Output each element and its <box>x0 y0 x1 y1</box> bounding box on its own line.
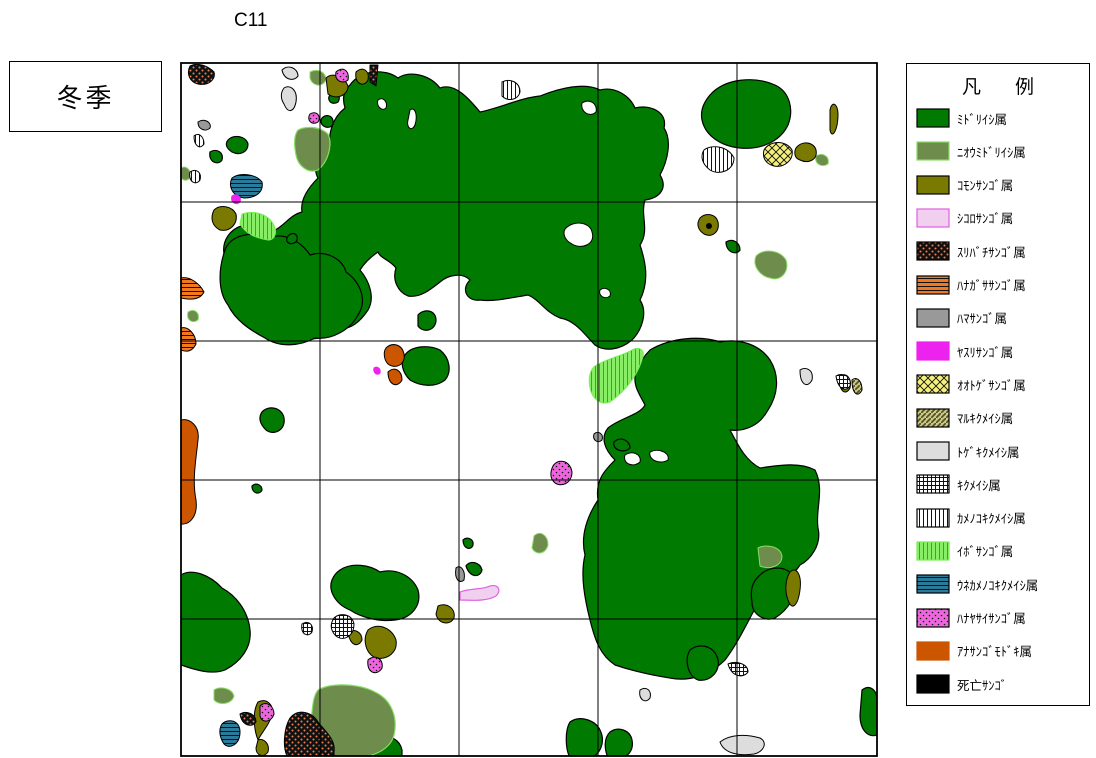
legend-item: ｺﾓﾝｻﾝｺﾞ属 <box>916 174 1014 195</box>
legend-item: ﾄｹﾞｷｸﾒｲｼ属 <box>916 441 1020 461</box>
legend-item: ｷｸﾒｲｼ属 <box>916 474 1001 494</box>
legend-label: ﾄｹﾞｷｸﾒｲｼ属 <box>957 444 1020 460</box>
legend-label: ｷｸﾒｲｼ属 <box>957 477 1001 493</box>
legend-item: ｱﾅｻﾝｺﾞﾓﾄﾞｷ属 <box>916 641 1032 661</box>
season-label: 冬季 <box>56 84 115 114</box>
coral-patch-midoriishi <box>401 346 450 386</box>
legend-swatch <box>916 507 950 528</box>
legend-label: ﾊﾏｻﾝｺﾞ属 <box>957 311 1008 327</box>
legend-title: 凡 例 <box>961 76 1049 98</box>
legend-item: ﾆｵｳﾐﾄﾞﾘｲｼ属 <box>916 141 1026 161</box>
legend-swatch <box>916 108 950 128</box>
legend-label: ﾏﾙｷｸﾒｲｼ属 <box>957 411 1014 427</box>
map-frame <box>180 62 878 757</box>
legend-label: ｼｺﾛｻﾝｺﾞ属 <box>957 211 1014 227</box>
legend-swatch <box>916 408 950 428</box>
legend-swatch <box>916 141 950 161</box>
season-label-box: 冬季 <box>9 61 162 132</box>
legend-swatch <box>916 574 950 594</box>
legend-label: ｳﾈｶﾒﾉｺｷｸﾒｲｼ属 <box>957 577 1039 593</box>
legend-label: ﾊﾅｶﾞｻｻﾝｺﾞ属 <box>957 278 1026 293</box>
legend-swatch <box>916 674 950 694</box>
legend-item: ﾊﾏｻﾝｺﾞ属 <box>916 308 1007 328</box>
legend-label: 死亡ｻﾝｺﾞ <box>957 677 1008 693</box>
legend-item: ｶﾒﾉｺｷｸﾒｲｼ属 <box>916 507 1026 528</box>
legend-swatch <box>916 241 950 261</box>
legend-swatch <box>916 308 950 328</box>
legend-item: ﾐﾄﾞﾘｲｼ属 <box>916 108 1007 128</box>
legend-item: ﾔｽﾘｻﾝｺﾞ属 <box>916 341 1013 361</box>
legend-label: ｶﾒﾉｺｷｸﾒｲｼ属 <box>957 511 1026 527</box>
legend-item: ｼｺﾛｻﾝｺﾞ属 <box>916 208 1013 228</box>
coral-patch-midoriishi <box>219 233 363 346</box>
legend-item: 死亡ｻﾝｺﾞ <box>916 674 1007 694</box>
legend-swatch <box>916 441 950 461</box>
legend-label: ｵｵﾄｹﾞｻﾝｺﾞ属 <box>957 377 1026 393</box>
legend-item: ﾊﾅｶﾞｻｻﾝｺﾞ属 <box>916 274 1026 295</box>
legend-item: ｵｵﾄｹﾞｻﾝｺﾞ属 <box>916 374 1026 394</box>
legend-swatch <box>916 174 950 195</box>
legend-swatch <box>916 474 950 494</box>
legend-item: ｽﾘﾊﾞﾁｻﾝｺﾞ属 <box>916 241 1026 261</box>
legend-item: ｳﾈｶﾒﾉｺｷｸﾒｲｼ属 <box>916 574 1038 594</box>
legend-label: ﾔｽﾘｻﾝｺﾞ属 <box>957 344 1014 360</box>
legend-item: ｲﾎﾞｻﾝｺﾞ属 <box>916 541 1013 561</box>
legend-item: ﾏﾙｷｸﾒｲｼ属 <box>916 408 1013 428</box>
legend-swatch <box>916 641 950 661</box>
coral-patch-midoriishi <box>330 564 420 622</box>
coral-patch-midoriishi <box>700 79 792 149</box>
legend-swatch <box>916 607 950 628</box>
legend-label: ｺﾓﾝｻﾝｺﾞ属 <box>957 178 1014 194</box>
legend-swatch <box>916 541 950 561</box>
legend-label: ｽﾘﾊﾞﾁｻﾝｺﾞ属 <box>957 244 1026 260</box>
legend-panel: 凡 例 ﾐﾄﾞﾘｲｼ属 ﾆｵｳﾐﾄﾞﾘｲｼ属 ｺﾓﾝｻﾝｺﾞ属 ｼｺﾛｻﾝｺﾞ属 ｽﾘﾊ… <box>906 63 1090 706</box>
legend-label: ﾐﾄﾞﾘｲｼ属 <box>957 111 1008 127</box>
legend-swatch <box>916 208 950 228</box>
legend-label: ｲﾎﾞｻﾝｺﾞ属 <box>957 544 1014 560</box>
legend-label: ﾆｵｳﾐﾄﾞﾘｲｼ属 <box>957 144 1026 160</box>
map-code: C11 <box>234 10 268 31</box>
legend-swatch <box>916 341 950 361</box>
legend-label: ﾊﾅﾔｻｲｻﾝｺﾞ属 <box>957 611 1026 626</box>
legend-swatch <box>916 274 950 295</box>
legend-label: ｱﾅｻﾝｺﾞﾓﾄﾞｷ属 <box>957 644 1033 660</box>
legend-item: ﾊﾅﾔｻｲｻﾝｺﾞ属 <box>916 607 1026 628</box>
map-grid <box>181 63 877 756</box>
coral-patch-midoriishi <box>181 571 251 673</box>
coral-patch-midoriishi <box>750 567 797 620</box>
coral-patch-niou <box>754 250 788 280</box>
legend-swatch <box>916 374 950 394</box>
coral-patch-niou <box>309 684 396 756</box>
